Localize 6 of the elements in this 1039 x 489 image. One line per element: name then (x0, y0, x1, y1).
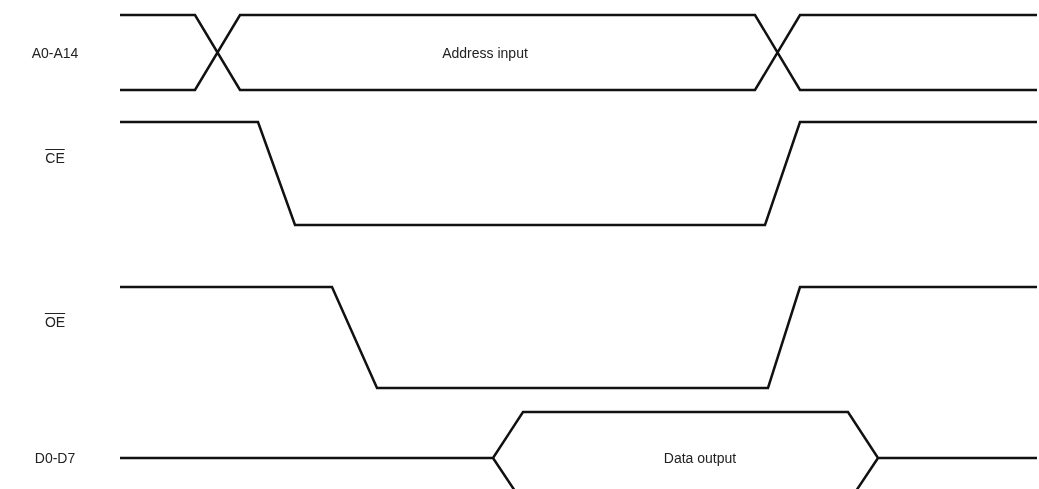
bus-value-label: Address input (442, 45, 528, 61)
signal-name: D0-D7 (34, 450, 76, 466)
signal-name: A0-A14 (31, 45, 79, 61)
signal-name: OE (44, 314, 66, 330)
bus-value-label: Data output (663, 450, 737, 466)
signal-name: CE (45, 150, 65, 166)
